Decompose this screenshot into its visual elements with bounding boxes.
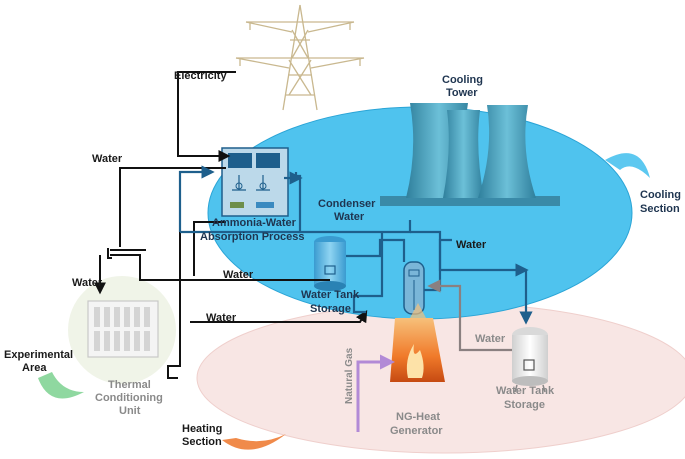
cooling-tower-label-line2: Tower: [446, 87, 478, 99]
water-label-right: Water: [456, 239, 487, 251]
experimental-label-line2: Area: [22, 362, 47, 374]
cooling-tower-icon: [380, 103, 560, 206]
water-label-left-mid: Water: [72, 277, 103, 289]
heating-section-label-line1: Heating: [182, 423, 222, 435]
condenser-label-line1: Condenser: [318, 198, 376, 210]
thermal-label-line3: Unit: [119, 405, 141, 417]
tank-white-label-line1: Water Tank: [496, 385, 555, 397]
natural-gas-pipe: [356, 354, 395, 432]
water-tank-icon: [512, 327, 548, 393]
furnace-icon: [390, 303, 445, 382]
ng-heat-label-line2: Generator: [390, 425, 443, 437]
absorption-label-line1: Ammonia-Water: [212, 217, 297, 229]
cooling-section-label-line1: Cooling: [640, 189, 681, 201]
experimental-area-arrow-icon: [38, 372, 84, 399]
condenser-label-line2: Water: [334, 211, 365, 223]
cooling-section-label-line2: Section: [640, 203, 680, 215]
experimental-label-line1: Experimental: [4, 349, 73, 361]
water-label-bottom: Water: [206, 312, 237, 324]
radiator-icon: [68, 276, 176, 384]
water-tank-icon: [314, 236, 346, 291]
tank-blue-label-line1: Water Tank: [301, 289, 360, 301]
ng-heat-label-line1: NG-Heat: [396, 411, 440, 423]
thermal-label-line1: Thermal: [108, 379, 151, 391]
thermal-label-line2: Conditioning: [95, 392, 163, 404]
natural-gas-label: Natural Gas: [344, 347, 355, 404]
gray-pipe: [427, 279, 512, 352]
heating-section-label-line2: Section: [182, 436, 222, 448]
absorption-label-line2: Absorption Process: [200, 231, 305, 243]
water-label-center: Water: [223, 269, 254, 281]
tank-blue-label-line2: Storage: [310, 303, 351, 315]
cooling-tower-label-line1: Cooling: [442, 74, 483, 86]
water-label-gray: Water: [475, 333, 506, 345]
heating-section-arrow-icon: [222, 434, 286, 450]
cooling-section-arrow-icon: [605, 153, 650, 178]
heat-exchanger-column-icon: [403, 261, 425, 315]
power-pylon-icon: [235, 4, 365, 111]
black-pipe-network: [94, 71, 368, 379]
tank-white-label-line2: Storage: [504, 399, 545, 411]
water-label-left-top: Water: [92, 153, 123, 165]
electricity-label: Electricity: [174, 70, 227, 82]
absorption-unit-icon: [221, 147, 289, 217]
